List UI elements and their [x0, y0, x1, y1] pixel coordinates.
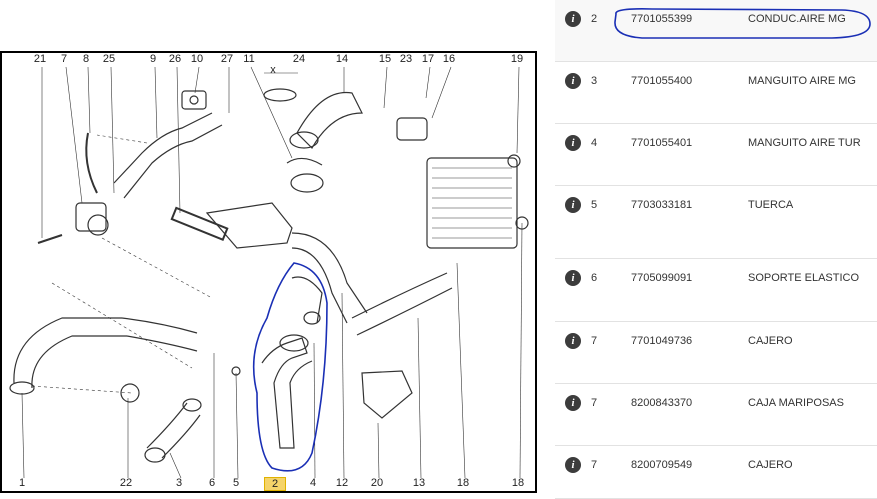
callout-24[interactable]: 24 [292, 53, 306, 65]
part-reference: 7705099091 [631, 272, 693, 284]
callout-2[interactable]: 2 [264, 477, 286, 491]
callout-15[interactable]: 15 [378, 53, 392, 65]
callout-18[interactable]: 18 [456, 477, 470, 489]
callout-26[interactable]: 26 [168, 53, 182, 65]
callout-16[interactable]: 16 [442, 53, 456, 65]
parts-diagram [9, 66, 529, 479]
callout-20[interactable]: 20 [370, 477, 384, 489]
part-position: 3 [591, 75, 598, 87]
exploded-diagram-panel [0, 51, 537, 493]
callout-5[interactable]: 5 [232, 477, 240, 489]
callout-25[interactable]: 25 [102, 53, 116, 65]
info-icon[interactable]: i [565, 395, 581, 411]
part-reference: 8200843370 [631, 397, 693, 409]
callout-7[interactable]: 7 [60, 53, 68, 65]
annotation-oval [614, 8, 871, 39]
callout-14[interactable]: 14 [335, 53, 349, 65]
callout-10[interactable]: 10 [190, 53, 204, 65]
part-description: CAJERO [748, 335, 793, 347]
callout-18[interactable]: 18 [511, 477, 525, 489]
part-position: 5 [591, 199, 598, 211]
callout-4[interactable]: 4 [309, 477, 317, 489]
info-icon[interactable]: i [565, 457, 581, 473]
part-position: 7 [591, 335, 598, 347]
callout-x[interactable]: x [270, 64, 276, 76]
callout-3[interactable]: 3 [175, 477, 183, 489]
part-reference: 7701055401 [631, 137, 693, 149]
part-reference: 7701055400 [631, 75, 693, 87]
part-position: 6 [591, 272, 598, 284]
callout-12[interactable]: 12 [335, 477, 349, 489]
part-description: MANGUITO AIRE MG [748, 75, 856, 87]
part-position: 4 [591, 137, 598, 149]
part-description: TUERCA [748, 199, 794, 211]
part-position: 7 [591, 397, 598, 409]
part-description: CAJA MARIPOSAS [748, 397, 844, 409]
part-description: SOPORTE ELASTICO [748, 272, 860, 284]
callout-17[interactable]: 17 [421, 53, 435, 65]
part-description: CONDUC.AIRE MG [748, 13, 846, 25]
callout-11[interactable]: 11 [243, 53, 255, 65]
info-icon[interactable]: i [565, 270, 581, 286]
callout-22[interactable]: 22 [119, 477, 133, 489]
callout-19[interactable]: 19 [510, 53, 524, 65]
callout-27[interactable]: 27 [220, 53, 234, 65]
info-icon[interactable]: i [565, 73, 581, 89]
callout-23[interactable]: 23 [399, 53, 413, 65]
part-reference: 7703033181 [631, 199, 693, 211]
callout-8[interactable]: 8 [82, 53, 90, 65]
info-icon[interactable]: i [565, 197, 581, 213]
part-description: MANGUITO AIRE TUR [748, 137, 861, 149]
callout-6[interactable]: 6 [208, 477, 216, 489]
callout-13[interactable]: 13 [412, 477, 426, 489]
part-position: 7 [591, 459, 598, 471]
callout-21[interactable]: 21 [33, 53, 47, 65]
info-icon[interactable]: i [565, 135, 581, 151]
info-icon[interactable]: i [565, 333, 581, 349]
part-reference: 7701049736 [631, 335, 693, 347]
part-position: 2 [591, 13, 598, 25]
part-reference: 7701055399 [631, 13, 693, 25]
callout-9[interactable]: 9 [149, 53, 157, 65]
callout-1[interactable]: 1 [18, 477, 26, 489]
part-reference: 8200709549 [631, 459, 693, 471]
info-icon[interactable]: i [565, 11, 581, 27]
part-description: CAJERO [748, 459, 793, 471]
